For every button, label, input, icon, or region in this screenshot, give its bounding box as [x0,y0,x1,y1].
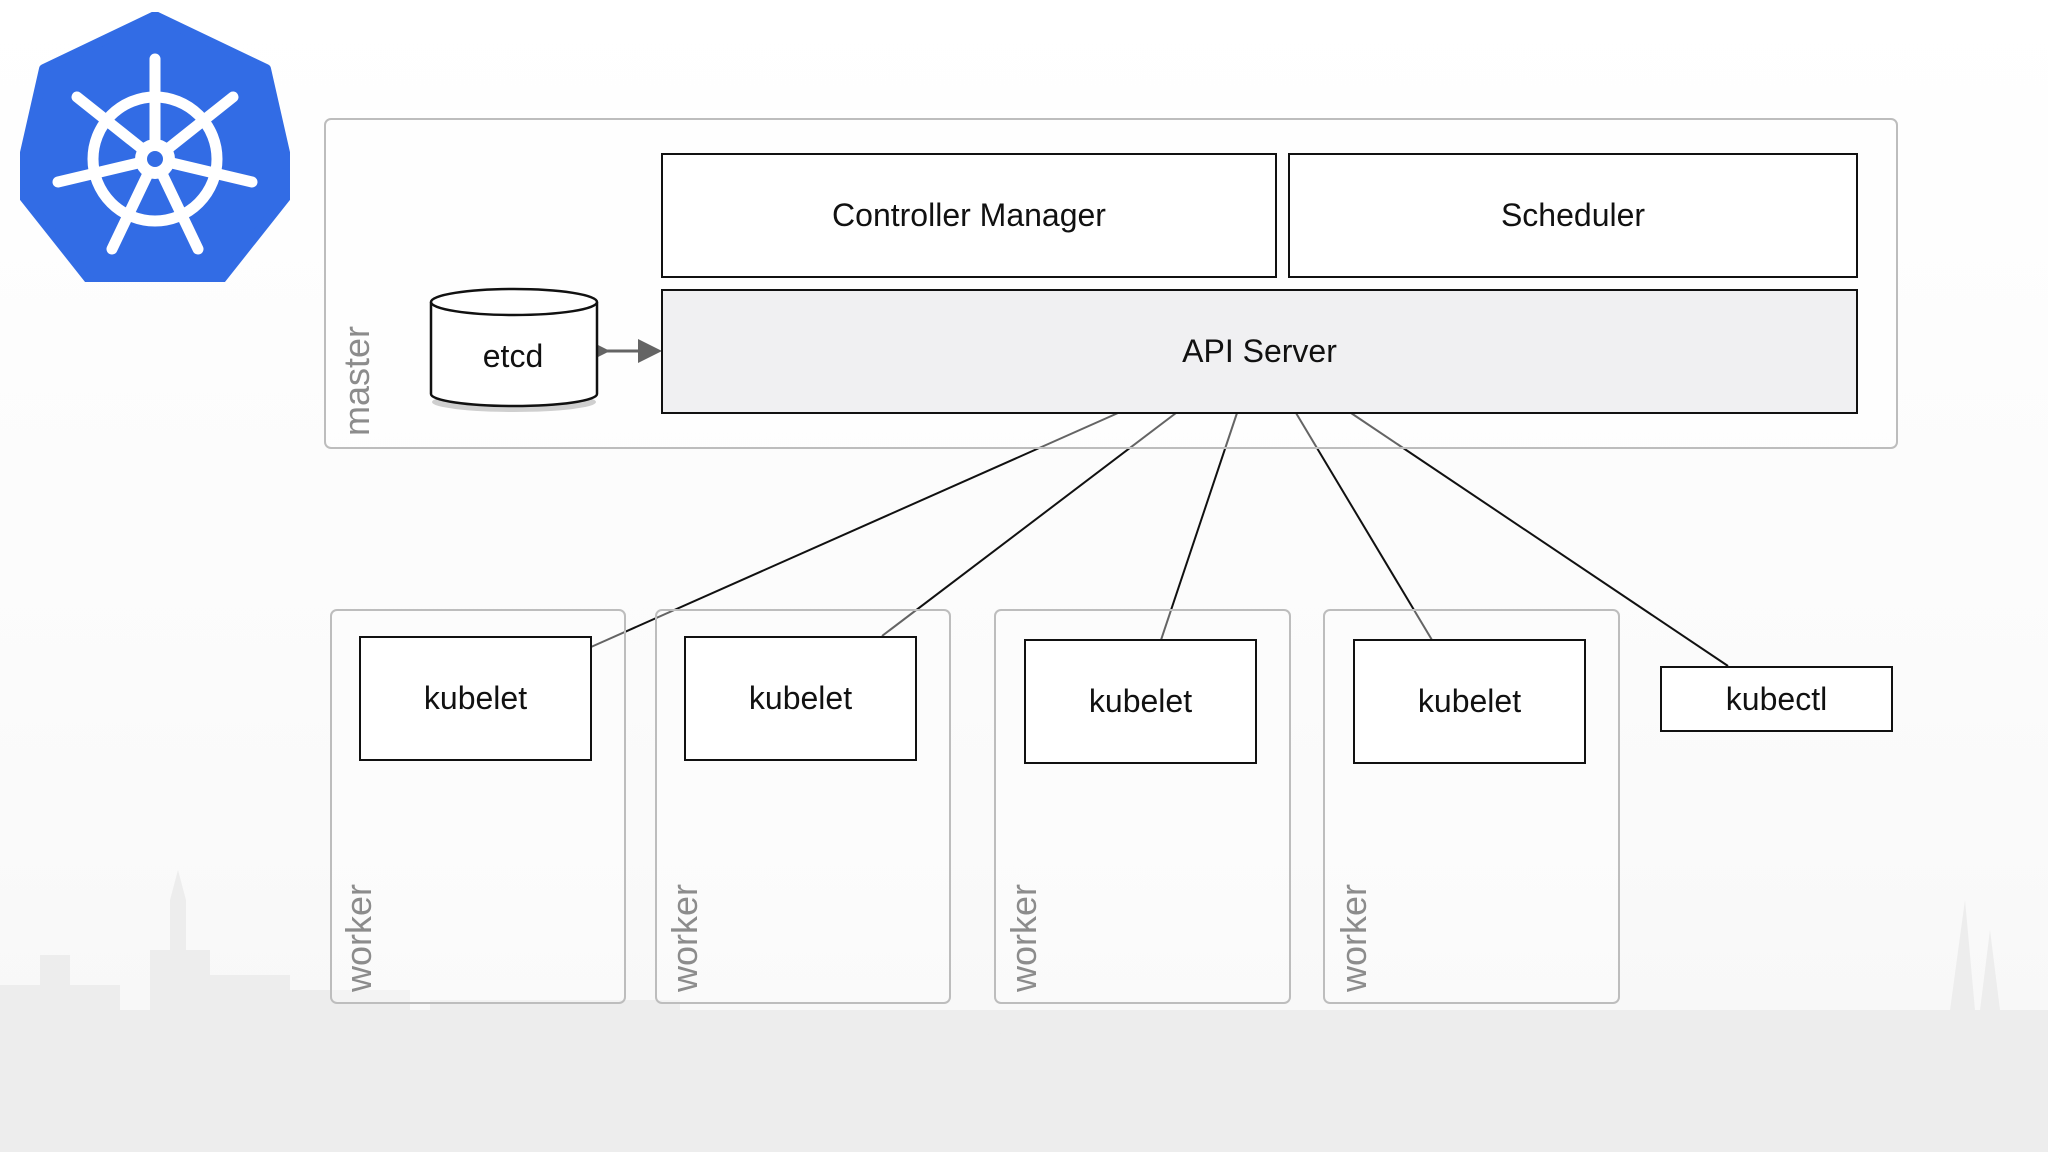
kubelet-box: kubelet [359,636,592,761]
controller-manager-label: Controller Manager [832,197,1106,233]
kubectl-box: kubectl [1660,666,1893,732]
scheduler-box: Scheduler [1288,153,1858,278]
line-api-to-worker-1 [590,412,1119,648]
worker-label: worker [338,883,379,992]
controller-manager-box: Controller Manager [661,153,1277,278]
kubelet-box: kubelet [1024,639,1257,764]
kubelet-box: kubelet [684,636,917,761]
etcd-database-icon [429,287,599,412]
line-api-to-worker-3 [1160,412,1238,641]
line-api-to-worker-4 [1295,412,1433,641]
kubectl-label: kubectl [1725,680,1828,717]
api-server-box: API Server [661,289,1858,414]
worker-label: worker [1333,883,1374,992]
api-server-label: API Server [1182,333,1337,369]
line-api-to-kubectl [1350,412,1729,667]
kubelet-label: kubelet [1417,683,1522,719]
etcd-label: etcd [482,338,544,374]
master-label: master [336,325,377,436]
line-api-to-worker-2 [881,412,1177,637]
kubernetes-logo-icon [20,12,290,282]
worker-label: worker [1003,883,1044,992]
scheduler-label: Scheduler [1500,197,1646,233]
kubelet-label: kubelet [748,680,853,716]
worker-label: worker [664,883,705,992]
kubelet-label: kubelet [1088,683,1193,719]
kubelet-label: kubelet [423,680,528,716]
kubelet-box: kubelet [1353,639,1586,764]
